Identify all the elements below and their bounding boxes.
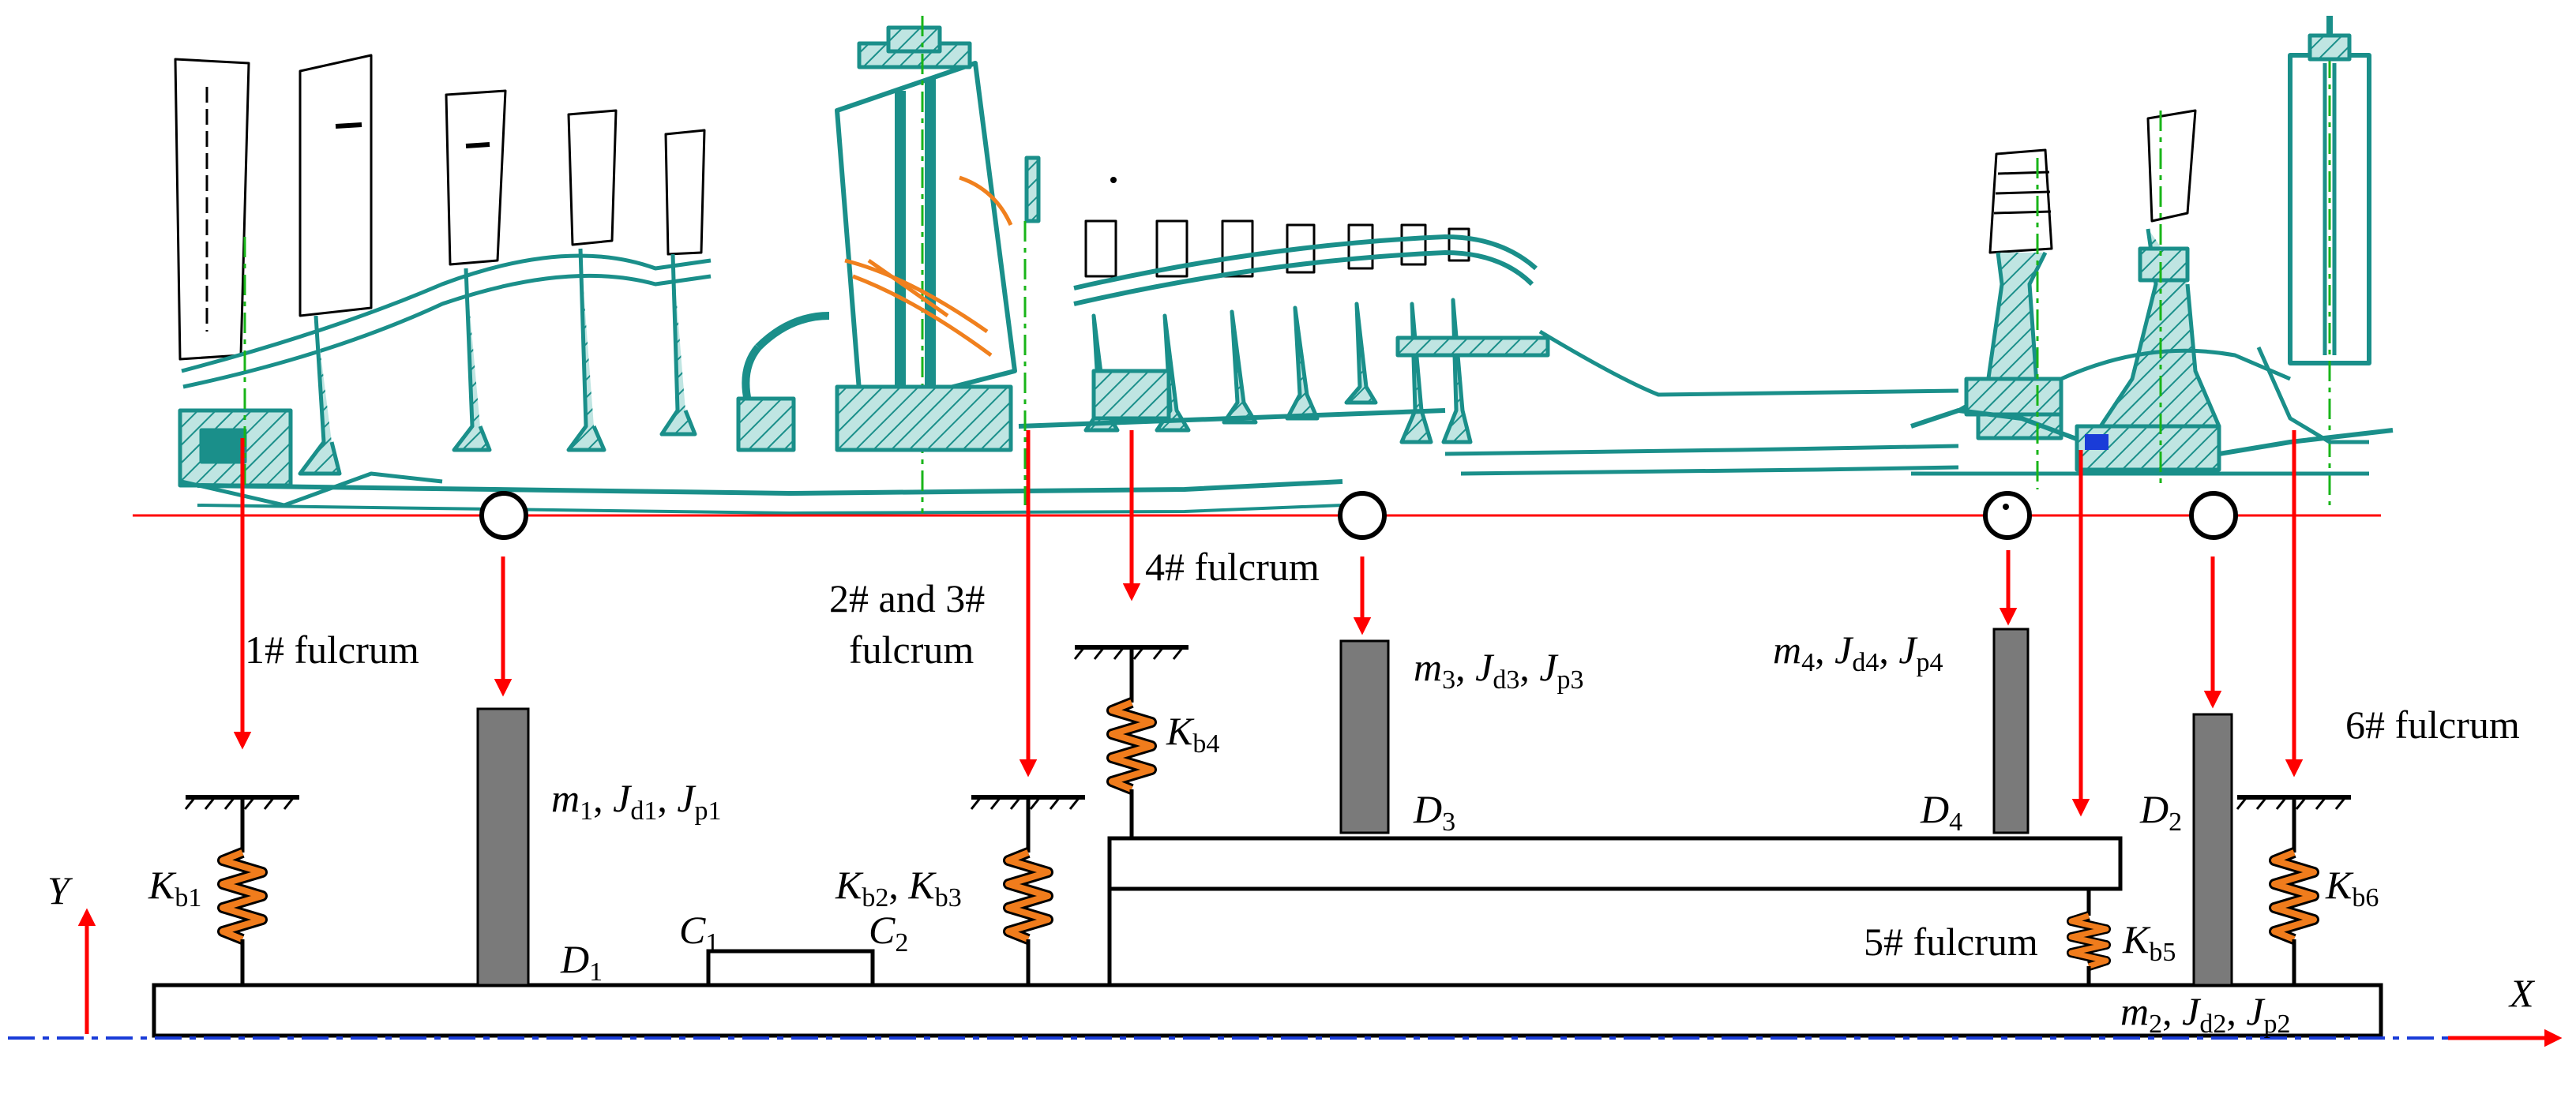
stiffness-label-kb6: Kb6 xyxy=(2325,863,2379,913)
lpc-blade-2 xyxy=(445,89,507,266)
stiffness-label-kb4: Kb4 xyxy=(1166,709,1219,759)
coupling-label-c1: C1 xyxy=(679,908,719,957)
support-circle-3 xyxy=(1983,491,2032,540)
fan-blade xyxy=(174,58,250,361)
lpc-blade-1 xyxy=(299,54,373,317)
mass-label-1: m1, Jd1, Jp1 xyxy=(551,776,722,826)
support-circle-1 xyxy=(479,491,528,540)
stiffness-label-kb1: Kb1 xyxy=(148,863,201,913)
disk-label-d1: D1 xyxy=(560,937,603,987)
y-axis-label: Y xyxy=(47,868,73,913)
disk-label-d3: D3 xyxy=(1413,787,1455,837)
stiffness-label-kb23: Kb2, Kb3 xyxy=(835,863,962,913)
fulcrum-5-label: 5# fulcrum xyxy=(1864,920,2038,964)
spring-kb4 xyxy=(1073,645,1188,838)
fulcrum-4-label: 4# fulcrum xyxy=(1145,545,1320,589)
lp-shaft xyxy=(152,983,2383,1038)
spring-kb5 xyxy=(2067,889,2111,985)
mass-label-3: m3, Jd3, Jp3 xyxy=(1414,645,1584,695)
support-circle-4 xyxy=(2189,491,2238,540)
rotor-shaft xyxy=(152,836,2383,1038)
disk-label-d4: D4 xyxy=(1920,787,1962,837)
mass-disk-4 xyxy=(1992,628,2030,834)
springs xyxy=(184,645,2351,985)
mass-disk-2 xyxy=(2192,713,2233,987)
mass-label-2: m2, Jd2, Jp2 xyxy=(2120,989,2291,1039)
fulcrum-23-label-line1: 2# and 3# xyxy=(829,576,985,620)
engine-cross-section xyxy=(174,16,2394,515)
support-circle-2 xyxy=(1338,491,1387,540)
hpt-blade xyxy=(1988,148,2053,254)
x-axis-label: X xyxy=(2508,971,2536,1015)
mass-label-4: m4, Jd4, Jp4 xyxy=(1773,628,1943,677)
hp-shaft-outer xyxy=(1107,836,2123,891)
fulcrum-1-label: 1# fulcrum xyxy=(245,628,419,672)
fulcrum-6-label: 6# fulcrum xyxy=(2345,703,2520,747)
mass-disk-1 xyxy=(476,707,530,987)
lpc-blade-4 xyxy=(664,129,706,256)
spring-kb1 xyxy=(184,795,299,985)
lpc-blade-3 xyxy=(567,109,618,246)
coupling-label-c2: C2 xyxy=(869,908,908,957)
mass-disk-3 xyxy=(1339,639,1390,834)
coupling xyxy=(706,949,875,987)
disk-label-d2: D2 xyxy=(2139,787,2182,837)
spring-kb6 xyxy=(2236,795,2351,985)
stiffness-label-kb5: Kb5 xyxy=(2122,917,2176,967)
lpt-blade xyxy=(2146,109,2197,223)
fulcrum-23-label-line2: fulcrum xyxy=(849,628,974,672)
spring-kb23 xyxy=(970,795,1085,985)
